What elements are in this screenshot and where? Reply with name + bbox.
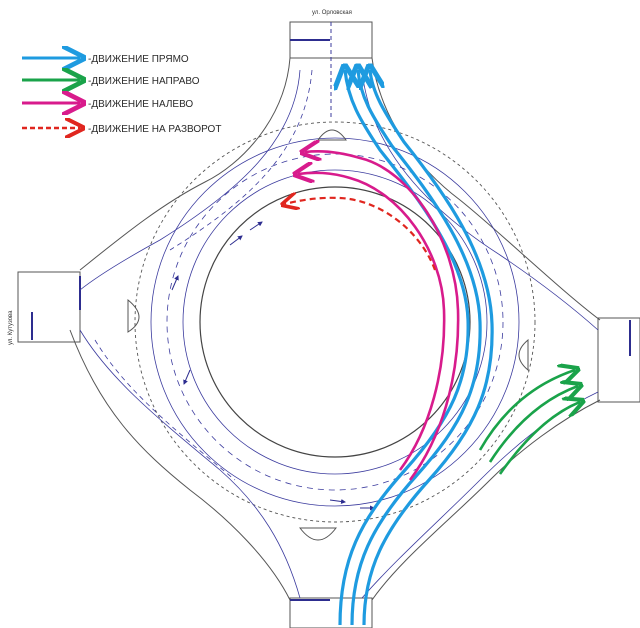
outer-edge-sw [69,329,291,601]
route-left-path-2 [298,173,446,471]
south-splitter-island [298,527,338,541]
west-splitter-island [127,298,140,333]
east-splitter-island [518,338,529,372]
legend-item-left: -ДВИЖЕНИЕ НАЛЕВО [22,99,193,110]
street-label-north: ул. Орловская [312,10,352,16]
outer-edge-ne [371,57,601,321]
ring-outer-edge [134,121,536,523]
route-straight-path-1 [340,70,470,626]
lane-arrow-6 [249,221,263,231]
legend-item-right: -ДВИЖЕНИЕ НАПРАВО [22,76,200,87]
outer-edge-se [371,399,601,601]
ring-lane-outer [150,137,520,507]
route-right [478,370,580,475]
legend-label-left: -ДВИЖЕНИЕ НАЛЕВО [88,99,193,110]
route-uturn [285,198,437,271]
lane-arrow-3 [329,498,346,504]
route-straight-path-2 [352,70,482,626]
legend-item-straight: -ДВИЖЕНИЕ ПРЯМО [22,54,189,65]
ne-approach-lane-1 [361,69,599,331]
route-left-path-1 [305,151,460,481]
ring-lane-inner [182,169,488,475]
east-arm-end [597,317,640,403]
legend-item-uturn: -ДВИЖЕНИЕ НА РАЗВОРОТ [22,124,221,135]
route-right-path-3 [498,402,580,475]
nw-approach-lane-1 [79,69,301,291]
street-label-west: ул. Кутузова [8,310,14,345]
ring-lane-mid [166,153,504,491]
lane-arrow-4 [171,275,179,291]
nw-approach-lane-2 [169,69,313,251]
road-geometry [17,21,640,628]
legend-label-uturn: -ДВИЖЕНИЕ НА РАЗВОРОТ [88,124,221,135]
route-right-path-1 [478,370,575,451]
legend-label-right: -ДВИЖЕНИЕ НАПРАВО [88,76,200,87]
lane-arrow-2 [183,369,191,385]
route-straight [340,70,494,626]
sw-approach-lane-1 [79,329,301,599]
legend: -ДВИЖЕНИЕ ПРЯМО -ДВИЖЕНИЕ НАПРАВО -ДВИЖЕ… [22,54,221,135]
central-island [199,186,471,458]
outer-edge-nw [79,57,291,271]
route-right-path-2 [488,386,578,463]
sw-approach-lane-2 [94,339,236,481]
south-arm-end [289,597,373,628]
legend-label-straight: -ДВИЖЕНИЕ ПРЯМО [88,54,189,65]
north-splitter-island [317,129,347,141]
lane-arrow-1 [229,235,243,246]
route-left [298,151,460,481]
route-straight-path-3 [364,70,494,626]
